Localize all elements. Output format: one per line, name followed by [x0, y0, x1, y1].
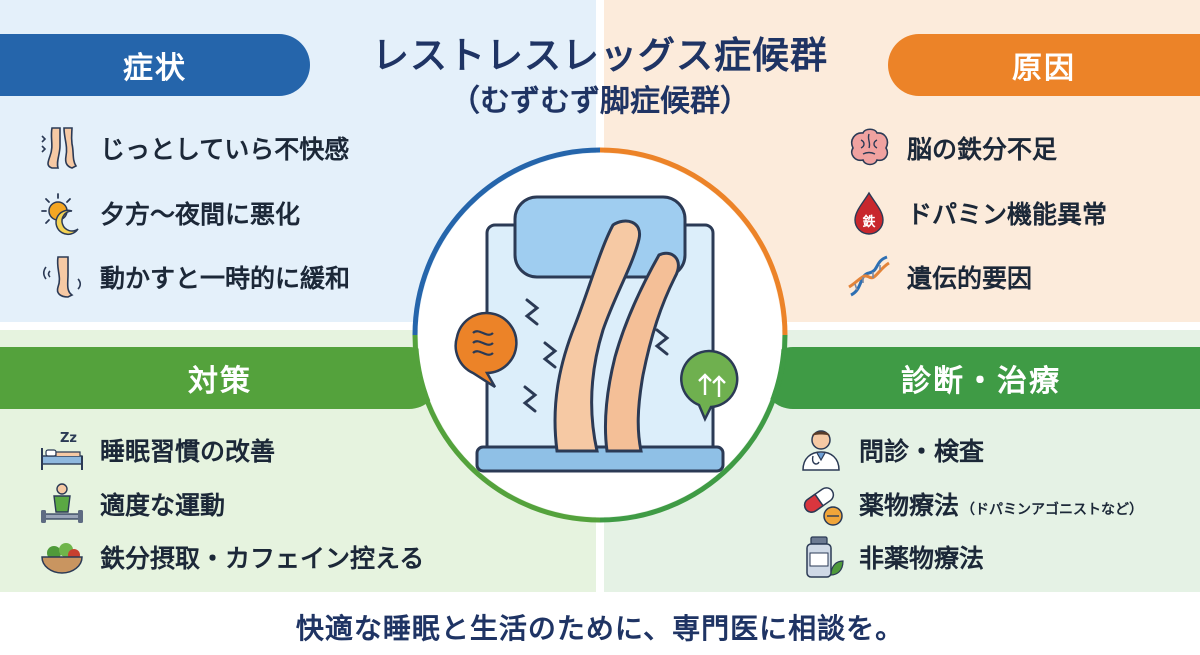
food-bowl-icon	[36, 532, 88, 582]
symptom-item-1: じっとしていら不快感	[36, 123, 349, 173]
brain-icon	[843, 123, 895, 173]
sleep-bed-icon: Zz	[36, 425, 88, 475]
diagnosis-heading: 診断・治療	[762, 347, 1200, 409]
medicine-bottle-icon	[795, 532, 847, 582]
drug-therapy-label: 薬物療法	[859, 491, 960, 520]
footer-message: 快適な睡眠と生活のために、専門医に相談を。	[0, 598, 1200, 655]
countermeasure-label: 睡眠習慣の改善	[100, 437, 276, 466]
ring-causes-arc	[599, 147, 788, 336]
iron-badge: 鉄	[862, 214, 875, 230]
ring-countermeasures-arc	[412, 334, 601, 523]
iron-drop-icon: 鉄	[843, 188, 895, 238]
cause-item-3: 遺伝的要因	[843, 252, 1032, 302]
countermeasure-item-3: 鉄分摂取・カフェイン控える	[36, 532, 424, 582]
bed-blanket	[475, 445, 725, 473]
ring-diagnosis-arc	[599, 334, 788, 523]
sun-moon-icon	[36, 188, 88, 238]
cause-label: ドパミン機能異常	[907, 200, 1108, 229]
countermeasure-label: 鉄分摂取・カフェイン控える	[100, 544, 425, 573]
zz-badge: Zz	[60, 431, 77, 446]
center-illustration	[412, 147, 788, 523]
causes-heading: 原因	[888, 34, 1200, 96]
leg-left	[553, 219, 642, 453]
legs-icon	[36, 123, 88, 173]
page-title: レストレスレッグス症候群 （むずむず脚症候群）	[320, 32, 880, 122]
diagnosis-item-3: 非薬物療法	[795, 532, 984, 582]
diagnosis-item-2: 薬物療法（ドパミンアゴニストなど）	[795, 479, 1143, 529]
diagnosis-label: 非薬物療法	[859, 544, 985, 573]
symptom-label: じっとしていら不快感	[100, 135, 350, 164]
diagnosis-label: 問診・検査	[859, 437, 985, 466]
title-main: レストレスレッグス症候群	[372, 34, 828, 77]
cause-item-1: 脳の鉄分不足	[843, 123, 1057, 173]
relief-bubble-icon	[680, 349, 739, 422]
countermeasure-label: 適度な運動	[100, 491, 226, 520]
diagnosis-item-1: 問診・検査	[795, 425, 984, 475]
cause-item-2: 鉄 ドパミン機能異常	[843, 188, 1107, 238]
cause-label: 脳の鉄分不足	[907, 135, 1058, 164]
title-sub: （むずむず脚症候群）	[450, 84, 750, 119]
symptom-item-2: 夕方〜夜間に悪化	[36, 188, 300, 238]
ring-symptoms-arc	[412, 147, 601, 336]
doctor-icon	[795, 425, 847, 475]
symptoms-heading: 症状	[0, 34, 310, 96]
moving-leg-icon	[36, 252, 88, 302]
dna-icon	[843, 252, 895, 302]
exercise-icon	[36, 479, 88, 529]
discomfort-bubble-icon	[454, 311, 518, 389]
countermeasures-heading: 対策	[0, 347, 440, 409]
diagnosis-label: 薬物療法（ドパミンアゴニストなど）	[859, 486, 1143, 522]
countermeasure-item-2: 適度な運動	[36, 479, 225, 529]
cause-label: 遺伝的要因	[907, 264, 1033, 293]
tingle-lines	[522, 298, 670, 413]
drug-therapy-note: （ドパミンアゴニストなど）	[961, 502, 1144, 518]
symptom-item-3: 動かすと一時的に緩和	[36, 252, 350, 302]
countermeasure-item-1: Zz 睡眠習慣の改善	[36, 425, 275, 475]
symptom-label: 夕方〜夜間に悪化	[100, 200, 301, 229]
symptom-label: 動かすと一時的に緩和	[100, 264, 351, 293]
pill-icon	[795, 479, 847, 529]
leg-right	[603, 251, 680, 453]
